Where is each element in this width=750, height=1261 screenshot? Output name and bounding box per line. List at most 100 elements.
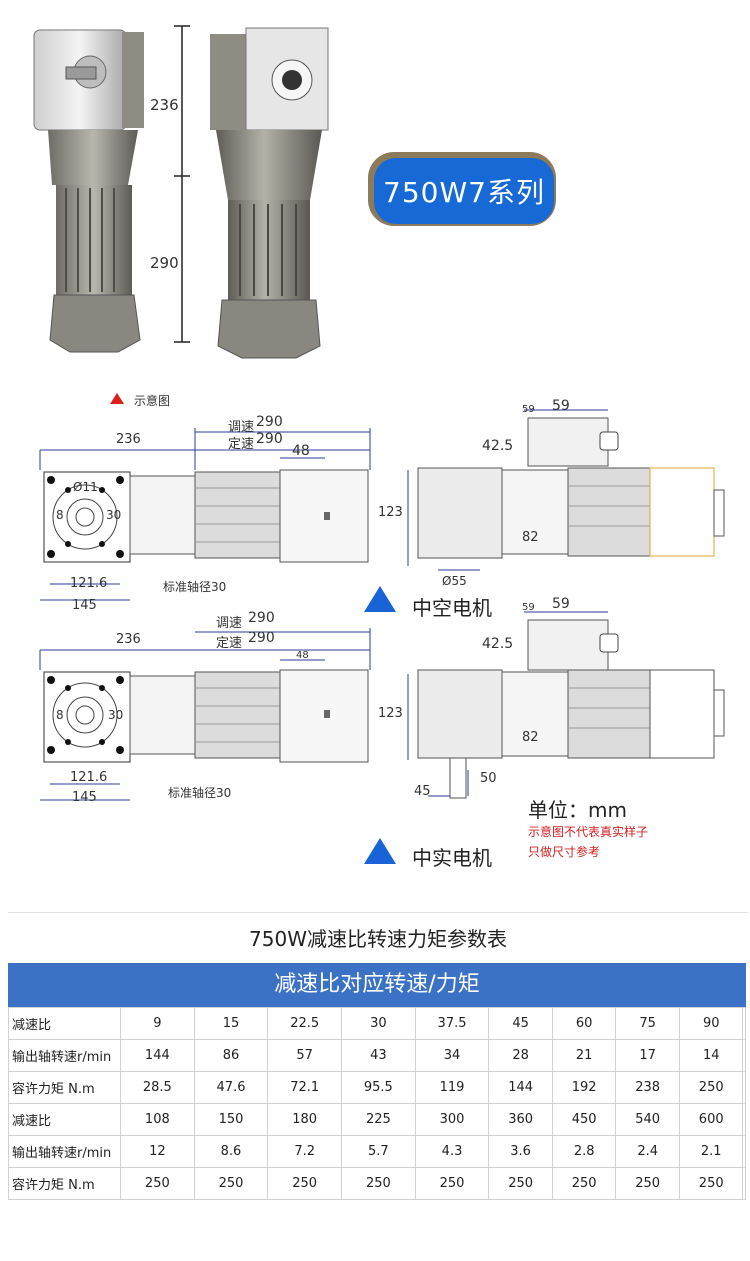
height-dimension-line (174, 25, 190, 343)
hollow-caption-triangle-icon (364, 586, 396, 612)
hollow-dim-tiaosu-val: 290 (256, 414, 283, 430)
table-title: 750W减速比转速力矩参数表 (249, 927, 507, 951)
hollow-dim-48: 48 (292, 443, 310, 459)
table-cell: 600 (678, 1103, 744, 1136)
motor-photo-side (210, 27, 329, 359)
table-cell: 95.5 (341, 1071, 416, 1104)
table-cell: 17 (615, 1039, 680, 1072)
table-cell: 300 (414, 1103, 490, 1136)
hollow-d145: 145 (72, 598, 97, 613)
series-badge: 750W7系列 (368, 152, 556, 226)
row-label: 输出轴转速r/min (8, 1135, 121, 1168)
row-label: 减速比 (8, 1103, 121, 1136)
table-cell (742, 1071, 746, 1104)
table-cell: 250 (193, 1167, 269, 1200)
solid-d30: 30 (108, 708, 124, 722)
table-cell: 238 (615, 1071, 680, 1104)
table-cell: 60 (551, 1007, 617, 1040)
table-cell: 3.6 (488, 1135, 553, 1168)
table-cell: 250 (551, 1167, 617, 1200)
table-cell (742, 1135, 746, 1168)
solid-motor-front-drawing (39, 628, 371, 801)
solid-caption-triangle-icon (364, 838, 396, 864)
note-not-real: 示意图不代表真实样子 (528, 825, 649, 839)
table-cell: 2.1 (678, 1135, 744, 1168)
unit-label: 单位：mm (528, 798, 627, 822)
dim-upper-label: 236 (150, 96, 179, 114)
hollow-d8: 8 (56, 508, 64, 522)
table-cell: 540 (615, 1103, 680, 1136)
solid-d121: 121.6 (70, 770, 108, 785)
hollow-dim-dingsu-val: 290 (256, 431, 283, 447)
solid-dim-dingsu: 定速 (216, 636, 243, 651)
table-cell: 119 (414, 1071, 490, 1104)
table-cell (742, 1167, 746, 1200)
dim-lower-label: 290 (150, 254, 179, 272)
table-cell: 250 (678, 1071, 744, 1104)
row-label: 减速比 (8, 1007, 121, 1040)
hollow-dim-dingsu: 定速 (228, 437, 255, 452)
hollow-side-123: 123 (378, 505, 403, 520)
table-cell (742, 1039, 746, 1072)
table-cell: 225 (341, 1103, 416, 1136)
table-cell: 28.5 (120, 1071, 195, 1104)
series-badge-text: 750W7系列 (374, 158, 554, 224)
table-cell: 250 (678, 1167, 744, 1200)
table-cell: 30 (341, 1007, 416, 1040)
table-cell: 250 (414, 1167, 490, 1200)
table-cell: 108 (120, 1103, 195, 1136)
solid-caption: 中实电机 (412, 846, 492, 870)
solid-side-425: 42.5 (482, 636, 514, 652)
table-cell: 150 (193, 1103, 269, 1136)
table-cell: 144 (120, 1039, 195, 1072)
hollow-phi11: Ø11 (73, 480, 98, 494)
table-cell: 250 (120, 1167, 195, 1200)
solid-side-82: 82 (522, 730, 539, 745)
table-cell: 2.8 (551, 1135, 617, 1168)
motor-photo-front (33, 29, 144, 353)
table-cell: 250 (267, 1167, 343, 1200)
table-cell: 144 (488, 1071, 553, 1104)
table-cell: 37.5 (414, 1007, 490, 1040)
table-cell: 45 (488, 1007, 553, 1040)
table-cell (742, 1103, 746, 1136)
table-cell: 9 (120, 1007, 195, 1040)
solid-d145: 145 (72, 790, 97, 805)
hollow-motor-front-drawing (39, 428, 371, 601)
hollow-d30: 30 (106, 508, 122, 522)
table-cell (742, 1007, 746, 1040)
table-cell: 75 (615, 1007, 680, 1040)
table-cell: 5.7 (341, 1135, 416, 1168)
solid-side-59b: 59 (552, 596, 570, 612)
table-cell: 43 (341, 1039, 416, 1072)
hollow-side-425: 42.5 (482, 438, 514, 454)
solid-side-45: 45 (414, 784, 431, 799)
table-cell: 360 (488, 1103, 553, 1136)
table-cell: 12 (120, 1135, 195, 1168)
solid-motor-side-drawing (407, 611, 725, 799)
solid-dim-236: 236 (116, 632, 141, 647)
hollow-motor-side-drawing (407, 409, 725, 571)
hollow-dim-tiaosu: 调速 (228, 420, 255, 435)
hollow-shaft-note: 标准轴径30 (163, 580, 227, 594)
note-size-reference: 只做尺寸参考 (528, 845, 601, 859)
table-cell: 57 (267, 1039, 343, 1072)
solid-dim-tiaosu: 调速 (216, 616, 243, 631)
solid-d8: 8 (56, 708, 64, 722)
hollow-side-59b: 59 (552, 398, 570, 414)
hollow-side-59a: 59 (522, 404, 535, 415)
hollow-dim-236: 236 (116, 432, 141, 447)
row-label: 输出轴转速r/min (8, 1039, 121, 1072)
table-cell: 22.5 (267, 1007, 343, 1040)
table-cell: 15 (193, 1007, 269, 1040)
legend-triangle-icon (110, 393, 124, 404)
row-label: 容许力矩 N.m (8, 1167, 121, 1200)
solid-side-123: 123 (378, 706, 403, 721)
